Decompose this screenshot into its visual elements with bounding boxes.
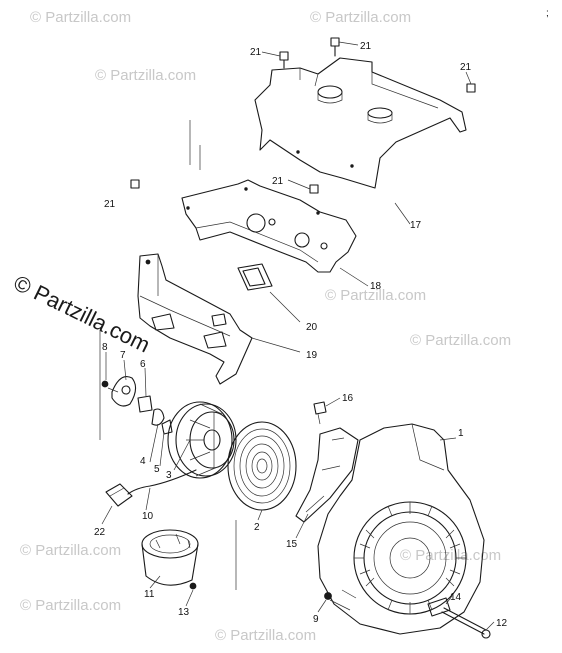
part-1-starter-housing xyxy=(317,423,485,635)
part-12-bolt xyxy=(441,607,491,639)
part-17-upper-shroud xyxy=(189,57,467,189)
callout-20: 20 xyxy=(306,322,318,333)
part-10-rope-22-handle xyxy=(105,469,197,507)
callout-21-top-left: 21 xyxy=(250,47,262,58)
part-9-nut xyxy=(324,592,332,600)
watermark-mid-right: © Partzilla.com xyxy=(325,287,426,304)
callout-11: 11 xyxy=(144,589,155,600)
watermark-upper-left: © Partzilla.com xyxy=(95,67,196,84)
watermark-top-right: © Partzilla.com xyxy=(310,9,411,26)
watermark-top-left: © Partzilla.com xyxy=(30,9,131,26)
watermark-right: © Partzilla.com xyxy=(410,332,511,349)
callout-17: 17 xyxy=(410,220,422,231)
part-16-bolt xyxy=(313,401,327,425)
part-6-5-4-pawl-parts xyxy=(137,395,173,435)
callout-1: 1 xyxy=(458,428,464,439)
corner-mark: ; xyxy=(546,8,549,19)
part-3-starter-pulley xyxy=(167,401,237,479)
callout-3: 3 xyxy=(166,470,172,481)
watermarks: © Partzilla.com © Partzilla.com © Partzi… xyxy=(10,8,549,644)
callout-16: 16 xyxy=(342,393,354,404)
callout-9: 9 xyxy=(313,614,319,625)
leader-lines xyxy=(101,41,495,631)
callout-labels: 21 21 21 21 21 17 18 20 19 8 7 6 4 5 3 2… xyxy=(94,41,508,629)
callout-18: 18 xyxy=(370,281,382,292)
part-2-recoil-spring xyxy=(227,421,297,511)
callout-15: 15 xyxy=(286,539,298,550)
part-14-clip xyxy=(427,597,451,617)
part-7-cover-and-8-nut xyxy=(101,376,137,407)
callout-7: 7 xyxy=(120,350,126,361)
part-20-gasket xyxy=(237,263,273,291)
part-15-bracket xyxy=(295,427,359,523)
watermark-bottom-left: © Partzilla.com xyxy=(20,597,121,614)
callout-14: 14 xyxy=(450,592,462,603)
callout-21-middle: 21 xyxy=(272,176,284,187)
callout-21-left: 21 xyxy=(104,199,116,210)
part-19-lower-bracket xyxy=(99,253,253,440)
callout-4: 4 xyxy=(140,456,146,467)
callout-12: 12 xyxy=(496,618,508,629)
part-11-starter-cup xyxy=(141,529,199,586)
part-21-fasteners xyxy=(130,37,476,194)
callout-19: 19 xyxy=(306,350,318,361)
callout-6: 6 xyxy=(140,359,146,370)
callout-2: 2 xyxy=(254,522,260,533)
part-18-bracket-plate xyxy=(181,179,357,273)
watermark-main: © Partzilla.com xyxy=(10,270,154,357)
callout-21-top-right: 21 xyxy=(460,62,472,73)
watermark-lower-right: © Partzilla.com xyxy=(400,547,501,564)
watermark-bottom-center: © Partzilla.com xyxy=(215,627,316,644)
part-13-bolt xyxy=(189,582,197,590)
callout-10: 10 xyxy=(142,511,154,522)
callout-22: 22 xyxy=(94,527,106,538)
callout-21-top-center: 21 xyxy=(360,41,372,52)
watermark-lower-left: © Partzilla.com xyxy=(20,542,121,559)
callout-8: 8 xyxy=(102,342,108,353)
callout-13: 13 xyxy=(178,607,190,618)
callout-5: 5 xyxy=(154,464,160,475)
